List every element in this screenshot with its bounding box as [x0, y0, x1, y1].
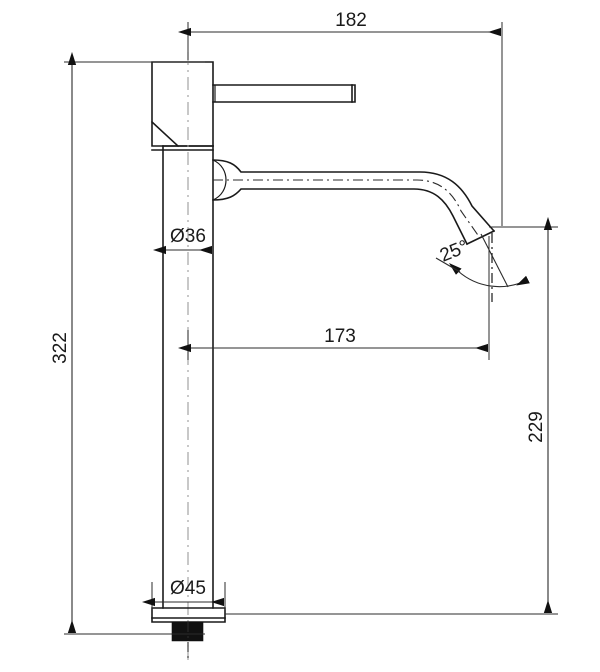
dim-label-322: 322: [50, 332, 71, 364]
angle-arc-25: [448, 262, 530, 288]
spout-centerline-hidden: [213, 179, 481, 239]
spout-column-fillet: [212, 159, 227, 201]
dimension-229: 229: [225, 216, 558, 615]
upper-body-outline: [151, 61, 214, 147]
dim-label-173: 173: [324, 326, 356, 347]
dimension-diameter-45: Ø45: [141, 578, 226, 610]
angle-inclined-reference: [480, 233, 509, 288]
dimension-322: 322: [50, 51, 205, 635]
handle-lever-outline: [212, 84, 356, 103]
dim-label-229: 229: [526, 411, 547, 443]
body-bevel-left: [150, 120, 180, 148]
dim-label-36: Ø36: [170, 226, 206, 247]
dimension-182: 182: [177, 10, 503, 226]
dimension-173: 173: [177, 236, 490, 360]
spout-outlet-face: [465, 229, 496, 246]
dimension-angle-25: 25°: [435, 233, 530, 302]
dim-label-182: 182: [335, 10, 367, 31]
faucet-geometry: [150, 52, 496, 660]
spout-outer-top-edge: [212, 159, 496, 233]
dimension-diameter-36: Ø36: [152, 226, 213, 255]
dim-label-45: Ø45: [170, 578, 206, 599]
spout-inner-bottom-edge: [212, 188, 469, 246]
angle-leader-line: [435, 257, 461, 273]
